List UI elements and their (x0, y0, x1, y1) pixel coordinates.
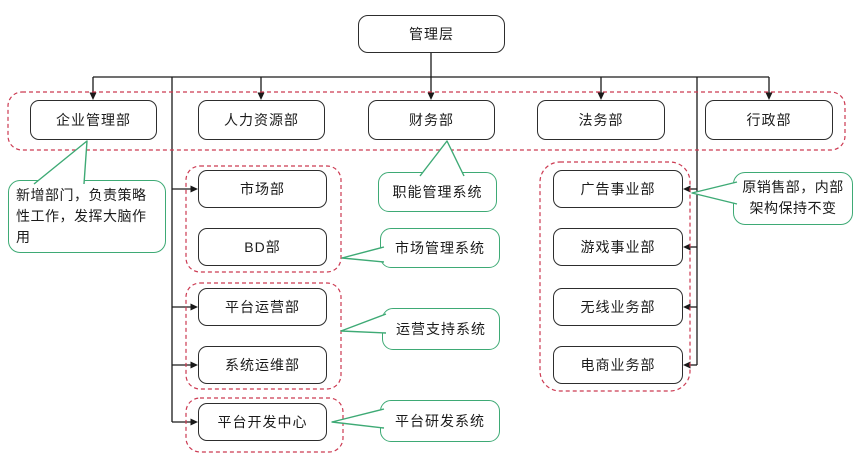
node-finance: 财务部 (368, 100, 495, 140)
note-line: 用 (16, 229, 31, 245)
tail-market-system (341, 246, 385, 263)
tail-functional-system (419, 140, 465, 177)
callout-market-mgmt-system: 市场管理系统 (380, 228, 500, 268)
node-platform-dev-center: 平台开发中心 (198, 403, 327, 441)
node-ad-bu: 广告事业部 (553, 170, 683, 208)
node-game-bu: 游戏事业部 (553, 228, 683, 266)
node-legal: 法务部 (537, 100, 665, 140)
node-label: 企业管理部 (56, 112, 131, 128)
node-label: BD部 (244, 239, 281, 255)
node-label: 法务部 (578, 112, 624, 128)
node-label: 人力资源部 (224, 112, 299, 128)
node-label: 市场部 (240, 181, 285, 197)
node-label: 电商业务部 (580, 357, 656, 373)
callout-label: 运营支持系统 (396, 321, 486, 337)
tail-rd-system (331, 408, 385, 429)
node-label: 游戏事业部 (580, 239, 656, 255)
note-former-sales: 原销售部，内部 架构保持不变 (733, 172, 853, 225)
group-dashed-borders (7, 91, 846, 453)
note-new-department: 新增部门，负责策略 性工作，发挥大脑作 用 (8, 180, 166, 253)
tail-left-note (33, 140, 88, 185)
tail-ops-system (340, 313, 387, 334)
node-label: 广告事业部 (580, 181, 656, 197)
node-label: 系统运维部 (225, 357, 300, 373)
node-marketing: 市场部 (198, 170, 327, 208)
node-label: 行政部 (746, 112, 792, 128)
node-wireless-bu: 无线业务部 (553, 288, 683, 326)
callout-functional-mgmt-system: 职能管理系统 (378, 172, 497, 212)
callout-label: 平台研发系统 (395, 413, 485, 429)
note-line: 新增部门，负责策略 (16, 187, 147, 203)
note-line: 原销售部，内部 (742, 179, 844, 195)
callout-ops-support-system: 运营支持系统 (382, 308, 500, 350)
node-admin: 行政部 (705, 100, 833, 140)
node-management: 管理层 (358, 15, 505, 53)
node-label: 管理层 (409, 26, 454, 42)
node-enterprise-mgmt: 企业管理部 (30, 100, 157, 140)
callout-label: 市场管理系统 (395, 240, 485, 256)
note-line: 性工作，发挥大脑作 (16, 208, 147, 224)
note-line: 架构保持不变 (749, 200, 837, 216)
tail-right-note (691, 181, 738, 205)
node-label: 平台运营部 (225, 299, 300, 315)
node-platform-ops: 平台运营部 (198, 288, 327, 326)
node-label: 平台开发中心 (217, 414, 308, 430)
node-ecommerce-bu: 电商业务部 (553, 346, 683, 384)
node-label: 无线业务部 (580, 299, 656, 315)
node-bd: BD部 (198, 228, 327, 266)
node-sys-maintenance: 系统运维部 (198, 346, 327, 384)
node-hr: 人力资源部 (198, 100, 325, 140)
callout-label: 职能管理系统 (392, 184, 483, 200)
callout-platform-rd-system: 平台研发系统 (380, 400, 500, 442)
node-label: 财务部 (409, 112, 454, 128)
